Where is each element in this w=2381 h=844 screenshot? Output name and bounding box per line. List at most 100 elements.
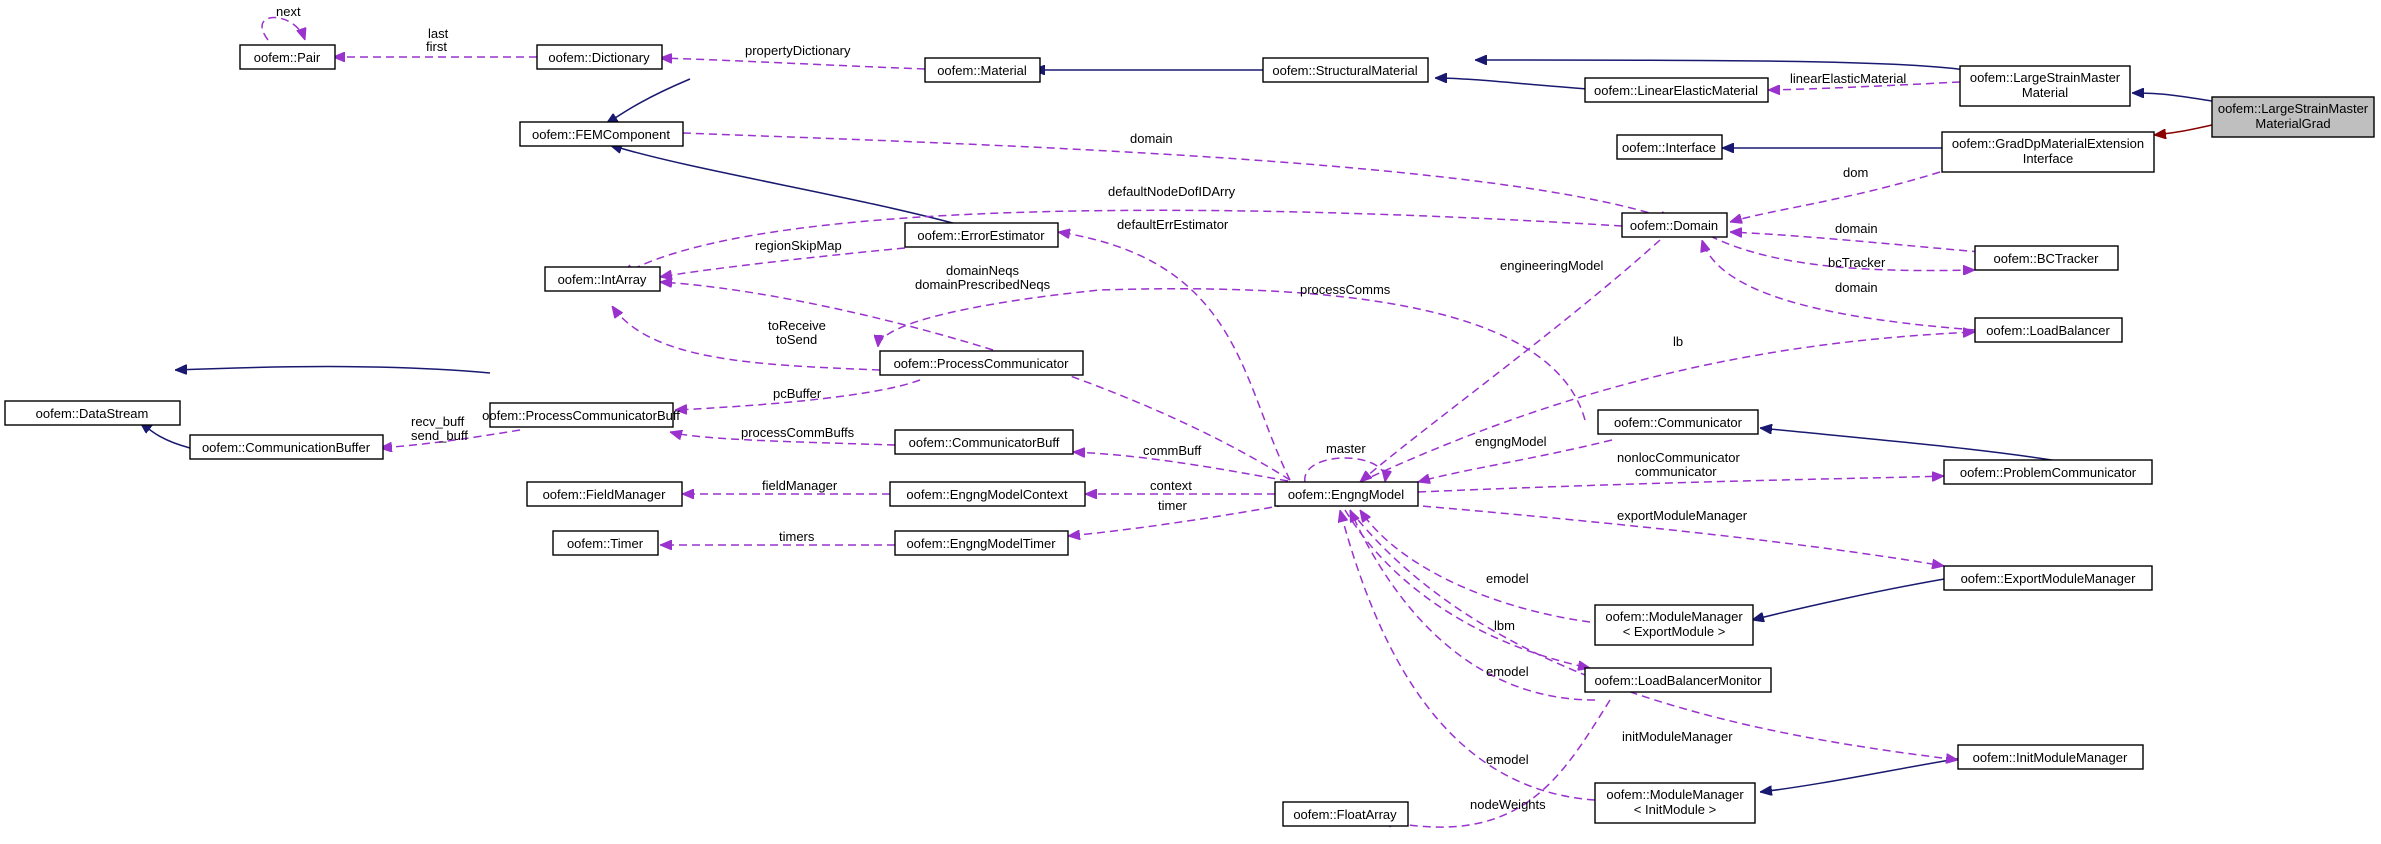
node-engng-model-timer[interactable]: oofem::EngngModelTimer: [894, 530, 1069, 556]
edge-usage-pc-pcb: [675, 379, 921, 410]
svg-text:oofem::FieldManager: oofem::FieldManager: [543, 487, 667, 502]
edge-usage-em-intarray: [660, 282, 1291, 481]
label-bc-tracker: bcTracker: [1828, 255, 1886, 270]
edge-usage-em-master: [1304, 457, 1385, 482]
label-export-module-manager: exportModuleManager: [1617, 508, 1748, 523]
label-domain-prescribed-neqs: domainPrescribedNeqs: [915, 277, 1051, 292]
node-load-balancer[interactable]: oofem::LoadBalancer: [1974, 317, 2123, 343]
node-communication-buffer[interactable]: oofem::CommunicationBuffer: [189, 434, 384, 460]
svg-text:oofem::ProcessCommunicator: oofem::ProcessCommunicator: [894, 356, 1070, 371]
edge-inherit-lsmg-lsm: [2132, 93, 2213, 102]
label-domain-bc: domain: [1835, 221, 1878, 236]
svg-text:oofem::ExportModuleManager: oofem::ExportModuleManager: [1961, 571, 2137, 586]
edge-usage-lbm-em: [1349, 510, 1596, 701]
edge-inherit-error-estimator-fem: [610, 145, 961, 226]
node-domain[interactable]: oofem::Domain: [1621, 212, 1728, 238]
node-int-array[interactable]: oofem::IntArray: [544, 266, 661, 292]
label-lbm: lbm: [1494, 618, 1515, 633]
svg-text:oofem::EngngModelContext: oofem::EngngModelContext: [906, 487, 1068, 502]
node-export-module-manager[interactable]: oofem::ExportModuleManager: [1943, 565, 2153, 591]
label-recv-buff: recv_buff: [411, 414, 465, 429]
edge-usage-errest-intarray: [660, 247, 906, 277]
svg-text:oofem::ModuleManager: oofem::ModuleManager: [1605, 609, 1743, 624]
node-problem-communicator[interactable]: oofem::ProblemCommunicator: [1943, 459, 2153, 485]
node-module-manager-export[interactable]: oofem::ModuleManager < ExportModule >: [1594, 604, 1754, 646]
svg-text:oofem::FEMComponent: oofem::FEMComponent: [532, 127, 670, 142]
label-field-manager: fieldManager: [762, 478, 838, 493]
node-linear-elastic-material[interactable]: oofem::LinearElasticMaterial: [1584, 77, 1769, 103]
edge-usage-pcb-commbuffer: [380, 429, 521, 448]
edge-usage-em-problemcomm: [1417, 476, 1944, 493]
label-last: last: [428, 26, 449, 41]
edge-usage-linear-elastic: [1768, 81, 1961, 90]
svg-text:oofem::DataStream: oofem::DataStream: [36, 406, 149, 421]
label-domain-lb: domain: [1835, 280, 1878, 295]
svg-text:oofem::LoadBalancer: oofem::LoadBalancer: [1986, 323, 2110, 338]
node-pair[interactable]: oofem::Pair: [239, 44, 336, 70]
label-engineering-model: engineeringModel: [1500, 258, 1603, 273]
svg-text:oofem::LargeStrainMaster: oofem::LargeStrainMaster: [1970, 70, 2121, 85]
label-default-node-dof: defaultNodeDofIDArry: [1108, 184, 1236, 199]
svg-text:oofem::Timer: oofem::Timer: [567, 536, 644, 551]
edge-inherit-material-fem: [606, 78, 691, 124]
svg-text:oofem::ProblemCommunicator: oofem::ProblemCommunicator: [1960, 465, 2137, 480]
svg-text:Interface: Interface: [2023, 151, 2074, 166]
edge-usage-fem-domain: [682, 132, 1672, 220]
svg-text:< InitModule >: < InitModule >: [1634, 802, 1716, 817]
svg-text:< ExportModule >: < ExportModule >: [1623, 624, 1726, 639]
svg-text:oofem::FloatArray: oofem::FloatArray: [1293, 807, 1397, 822]
svg-text:oofem::CommunicationBuffer: oofem::CommunicationBuffer: [202, 440, 371, 455]
node-timer[interactable]: oofem::Timer: [552, 530, 659, 556]
edge-usage-lbm-floatarray: [1380, 699, 1611, 828]
node-field-manager[interactable]: oofem::FieldManager: [526, 481, 683, 507]
node-process-communicator[interactable]: oofem::ProcessCommunicator: [879, 350, 1084, 376]
node-error-estimator[interactable]: oofem::ErrorEstimator: [904, 222, 1059, 248]
label-engng-model: engngModel: [1475, 434, 1547, 449]
node-communicator-buff[interactable]: oofem::CommunicatorBuff: [894, 429, 1074, 455]
node-interface[interactable]: oofem::Interface: [1616, 134, 1723, 160]
node-data-stream[interactable]: oofem::DataStream: [4, 400, 181, 426]
edge-inherit-lsm-structural: [1475, 60, 1966, 71]
node-module-manager-init[interactable]: oofem::ModuleManager < InitModule >: [1594, 782, 1756, 824]
node-engng-model[interactable]: oofem::EngngModel: [1274, 481, 1419, 507]
node-init-module-manager[interactable]: oofem::InitModuleManager: [1957, 744, 2144, 770]
edge-usage-em-commbuff: [1073, 452, 1289, 482]
label-timer: timer: [1158, 498, 1188, 513]
edge-inherit-mm-init: [1760, 757, 1963, 792]
svg-text:oofem::Communicator: oofem::Communicator: [1614, 415, 1743, 430]
node-fem-component[interactable]: oofem::FEMComponent: [519, 121, 684, 147]
node-engng-model-context[interactable]: oofem::EngngModelContext: [889, 481, 1086, 507]
edge-usage-domain-intarray: [622, 209, 1623, 275]
node-structural-material[interactable]: oofem::StructuralMaterial: [1262, 57, 1429, 83]
svg-text:oofem::ErrorEstimator: oofem::ErrorEstimator: [917, 228, 1045, 243]
node-bc-tracker[interactable]: oofem::BCTracker: [1974, 245, 2119, 271]
svg-text:oofem::EngngModelTimer: oofem::EngngModelTimer: [906, 536, 1056, 551]
svg-text:oofem::Dictionary: oofem::Dictionary: [548, 50, 650, 65]
svg-text:oofem::ProcessCommunicatorBuff: oofem::ProcessCommunicatorBuff: [482, 408, 680, 423]
edge-inherit-commbuffer-datastream: [140, 422, 191, 449]
label-pc-buffer: pcBuffer: [773, 386, 822, 401]
label-region-skip-map: regionSkipMap: [755, 238, 842, 253]
svg-text:oofem::ModuleManager: oofem::ModuleManager: [1606, 787, 1744, 802]
node-large-strain-master-material-grad[interactable]: oofem::LargeStrainMaster MaterialGrad: [2211, 96, 2375, 138]
node-float-array[interactable]: oofem::FloatArray: [1282, 801, 1409, 827]
node-dictionary[interactable]: oofem::Dictionary: [536, 44, 663, 70]
node-communicator[interactable]: oofem::Communicator: [1597, 409, 1759, 435]
node-material[interactable]: oofem::Material: [924, 57, 1041, 83]
label-default-err-estimator: defaultErrEstimator: [1117, 217, 1229, 232]
label-emodel-3: emodel: [1486, 752, 1529, 767]
node-load-balancer-monitor[interactable]: oofem::LoadBalancerMonitor: [1584, 667, 1772, 693]
edge-usage-pc-intarray: [612, 306, 881, 371]
svg-text:oofem::BCTracker: oofem::BCTracker: [1994, 251, 2100, 266]
node-process-communicator-buff[interactable]: oofem::ProcessCommunicatorBuff: [482, 402, 680, 428]
node-grad-dp-interface[interactable]: oofem::GradDpMaterialExtension Interface: [1941, 131, 2155, 173]
edge-inherit-lsmg-graddp: [2154, 124, 2213, 135]
label-to-send: toSend: [776, 332, 817, 347]
svg-text:oofem::Material: oofem::Material: [937, 63, 1027, 78]
label-linear-elastic-material: linearElasticMaterial: [1790, 71, 1906, 86]
edge-usage-mminit-em: [1340, 510, 1596, 801]
label-emodel-2: emodel: [1486, 664, 1529, 679]
node-large-strain-master-material[interactable]: oofem::LargeStrainMaster Material: [1959, 65, 2131, 107]
edge-usage-em-lbm: [1344, 509, 1590, 668]
